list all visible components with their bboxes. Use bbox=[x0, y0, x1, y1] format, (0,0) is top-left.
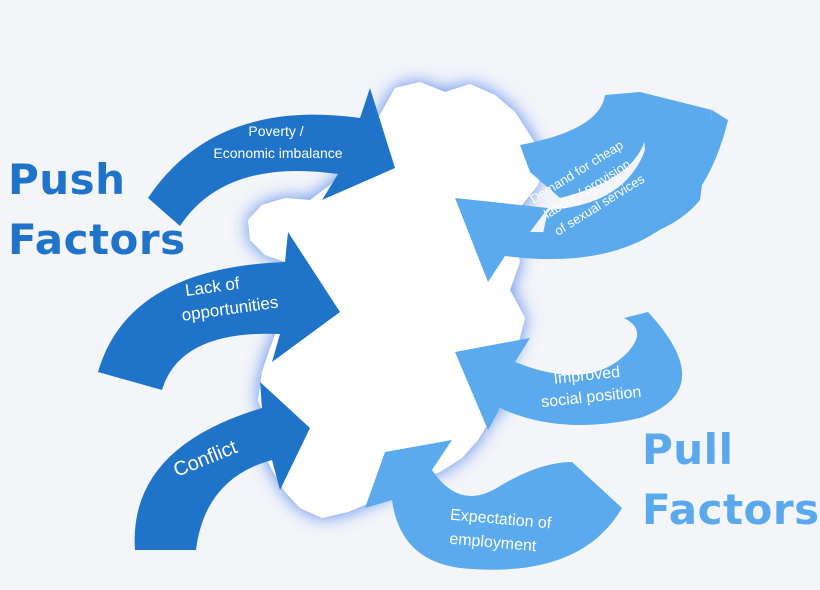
push-arrow-opportunities-shape bbox=[98, 232, 340, 390]
pull-arrow-employment: Expectation of employment bbox=[365, 440, 622, 570]
push-arrow-poverty-label: Poverty / Economic imbalance bbox=[213, 123, 342, 161]
pull-arrow-demand-label: Demand for cheap labour / provision of s… bbox=[527, 135, 650, 240]
push-heading-line1: Push bbox=[8, 155, 126, 204]
push-arrow-poverty: Poverty / Economic imbalance bbox=[148, 88, 395, 226]
push-factors-heading: Push Factors bbox=[8, 150, 186, 270]
pull-heading-line2: Factors bbox=[642, 485, 820, 534]
pull-arrow-demand: Demand for cheap labour / provision of s… bbox=[455, 92, 728, 282]
push-arrow-conflict-shape bbox=[134, 382, 310, 550]
pull-arrow-social: Improved social position bbox=[455, 312, 683, 430]
pull-heading-line1: Pull bbox=[642, 425, 734, 474]
pull-arrow-employment-shape bbox=[365, 440, 622, 570]
pull-arrow-demand-shape bbox=[455, 92, 728, 282]
push-heading-line2: Factors bbox=[8, 215, 186, 264]
pull-arrow-social-shape bbox=[455, 312, 683, 430]
country-map bbox=[248, 82, 545, 518]
pull-factors-heading: Pull Factors bbox=[642, 420, 820, 540]
push-arrow-opportunities: Lack of opportunities bbox=[98, 232, 340, 390]
push-arrow-poverty-shape bbox=[148, 88, 395, 226]
push-arrow-conflict: Conflict bbox=[134, 382, 310, 550]
